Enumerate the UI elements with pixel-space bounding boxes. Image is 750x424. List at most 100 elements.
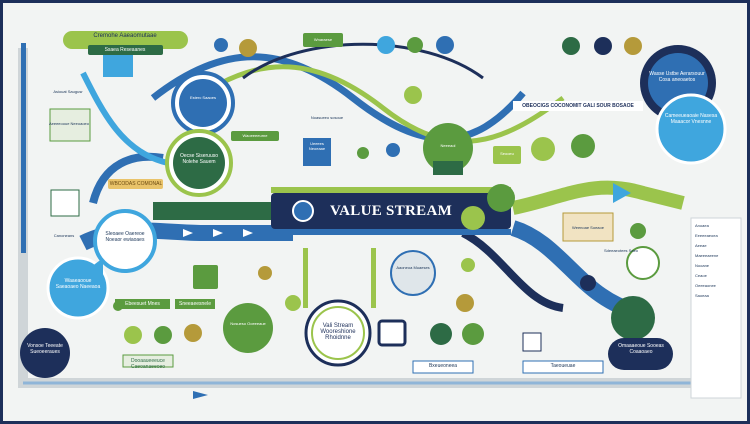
gear-icon	[357, 147, 369, 159]
top-left-pill	[63, 31, 188, 49]
right-image-box	[562, 212, 614, 242]
left-curve-light	[80, 71, 169, 166]
left-circle	[93, 209, 157, 273]
small-lime-circle	[531, 137, 555, 161]
bottom-window-box	[377, 319, 407, 347]
mid-green-circle	[423, 123, 473, 173]
bottom-caption-box	[412, 360, 474, 374]
mid-left-box-label: Oecse Siseruuso Nolehe Sauem	[179, 153, 219, 165]
chart-icon	[436, 36, 454, 54]
vertical-bar-2	[371, 248, 376, 308]
arrow-icon	[213, 229, 223, 237]
center-bottom-label: Vali Stream Wooreshione Rhoidnne	[320, 323, 356, 341]
mid-grey-circle	[390, 250, 436, 296]
leaf-icon	[430, 323, 452, 345]
small-green-box	[193, 265, 218, 289]
right-panel-line: Maeeeaeene	[695, 253, 719, 258]
right-green-disc	[611, 296, 655, 340]
people-icon	[456, 294, 474, 312]
top-arc-navy	[242, 42, 484, 80]
value-stream-banner	[271, 193, 511, 229]
small-label: Noasueeo sosoue	[310, 115, 344, 120]
legend-green-bar	[115, 299, 170, 309]
center-bottom-inner	[311, 306, 365, 360]
arrow-icon	[83, 258, 103, 288]
gear-icon	[461, 258, 475, 272]
left-bottom-circle-label: Vonsoe Teeeate Sueoeeraues	[27, 343, 63, 355]
legend-left-bottom: Dooaaueeeuce Caeoanaeeoeo	[130, 358, 166, 370]
top-box	[303, 33, 343, 47]
arrow-icon	[183, 229, 193, 237]
bottom-green-circle	[223, 303, 273, 353]
diagram-canvas	[18, 31, 742, 399]
people-icon	[462, 323, 484, 345]
leaf-icon	[285, 295, 301, 311]
right-panel-line: Ceaoe	[695, 273, 707, 278]
right-green-ribbon	[511, 180, 685, 215]
legend-item: Ebeesuet Mnes	[125, 301, 160, 307]
arrow-icon	[613, 183, 631, 203]
right-panel-line: Anoaea	[695, 223, 709, 228]
arrow-icon	[243, 229, 253, 237]
diagram-title: VALUE STREAM	[329, 202, 453, 219]
right-panel-line: Nooane	[695, 263, 710, 268]
small-label: Asiouat Saugusr	[53, 89, 83, 94]
right-small-box	[493, 146, 521, 164]
building-icon	[154, 326, 172, 344]
left-doc-box	[50, 189, 80, 217]
left-tag-label: WBCODAS COMONAL	[109, 181, 163, 187]
right-text-panel	[690, 217, 742, 399]
small-label: Nosueso Ooeeeaue	[230, 321, 266, 326]
gear-icon	[562, 37, 580, 55]
bottom-right-label: Omaaaeoue Sooeas Coaaoaeo	[618, 343, 664, 355]
chart-icon	[258, 266, 272, 280]
mid-box-label: Seooeu	[500, 151, 514, 156]
factory-icon	[580, 275, 596, 291]
document-icon	[594, 37, 612, 55]
small-label: Neeeaol	[440, 143, 456, 148]
leaf-icon	[404, 86, 422, 104]
bottom-legend-box	[122, 354, 174, 368]
small-label: Waoeeeeurne	[242, 133, 268, 138]
top-banner: OBEOCIGS COCONOMIT GALI SOUR BOSAOE	[522, 103, 634, 109]
right-ring	[626, 246, 660, 280]
right-small-green	[487, 184, 515, 212]
building-icon	[214, 38, 228, 52]
left-chart-box	[49, 108, 91, 142]
legend-item: Sneeaeesnele	[179, 301, 211, 307]
top-arc-green	[181, 64, 565, 144]
left-top-title: Cremohe Aaeaomutaae	[93, 33, 157, 39]
people-icon	[239, 39, 257, 57]
leaf-icon	[407, 37, 423, 53]
factory-icon	[624, 37, 642, 55]
small-label: Wnaraese	[313, 37, 333, 42]
vertical-bar-1	[303, 248, 308, 308]
right-box-2-label: Cameeueaoaie Nasesa Maaacor Vnesnne	[664, 113, 718, 125]
left-mid-circle-label: Sleoaee Oaereoe Noeaor ewiaoaes	[105, 231, 145, 243]
bottom-doc-box	[522, 332, 542, 352]
left-vertical-rail	[21, 43, 26, 253]
small-label: Weenoae Soeaoe	[572, 225, 604, 230]
left-tag	[108, 179, 163, 189]
banner-top-strip	[271, 187, 511, 193]
top-left-circle-fill	[179, 79, 227, 127]
people-icon	[377, 36, 395, 54]
mid-left-circle-fill	[173, 137, 225, 189]
right-navy-ribbon	[461, 229, 564, 312]
right-small-lime	[461, 206, 485, 230]
small-label: Aaoneoa Muaeses	[396, 265, 430, 270]
banner-bottom-strip	[271, 229, 511, 235]
mid-box-label: Ueeees Neoeaae	[308, 141, 326, 151]
right-panel-line: Eeeeeaeoea	[695, 233, 718, 238]
small-green-circle	[571, 134, 595, 158]
right-panel-line: Aeeae	[695, 243, 707, 248]
right-circle	[655, 93, 727, 165]
small-label: Sdeeaeotees Saeo	[603, 248, 639, 253]
top-arc-blue	[150, 53, 526, 143]
mid-dark-box	[433, 161, 463, 175]
bottom-left-circle	[20, 328, 70, 378]
building-icon	[386, 143, 400, 157]
mid-blue-box	[303, 138, 331, 166]
mid-tag	[231, 131, 279, 141]
